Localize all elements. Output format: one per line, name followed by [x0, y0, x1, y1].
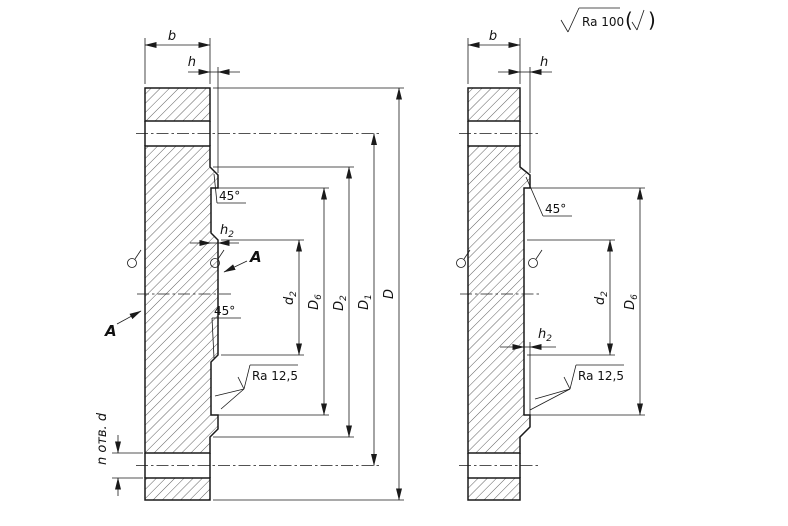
holes-count-label: n отв. d	[95, 412, 110, 465]
left-flange-section-view: b h h2 45° 45°	[95, 29, 404, 501]
left-dim-D: D	[213, 87, 404, 501]
marking-circle-icon	[456, 258, 466, 268]
chamfer-angle-note: 45°	[219, 189, 240, 203]
section-label-a: A	[249, 248, 262, 266]
general-roughness-mark: Ra 100 ( )	[560, 7, 656, 33]
right-chamfer-note: 45°	[525, 176, 572, 217]
dim-D6-label: D6	[623, 294, 640, 310]
left-holes-callout: n отв. d	[95, 412, 143, 496]
right-centerlines	[459, 133, 541, 466]
roughness-value: Ra 12,5	[578, 369, 624, 383]
left-centerlines	[136, 133, 379, 466]
left-dim-D6: D6	[214, 187, 329, 416]
left-dim-D2: D2	[213, 166, 354, 438]
paren-open: (	[625, 8, 633, 32]
dim-d2-label: d2	[282, 291, 299, 305]
paren-close: )	[648, 8, 656, 32]
left-chamfer-note-top: 45°	[213, 173, 246, 204]
dim-D1-label: D1	[357, 294, 374, 310]
dim-D6-label: D6	[307, 294, 324, 310]
chamfer-angle-note: 45°	[545, 202, 566, 216]
right-dim-d2: d2	[527, 239, 615, 356]
right-flange-section-view: b h 45° h2 d2	[456, 29, 645, 501]
dim-D2-label: D2	[332, 295, 349, 311]
dim-b-label: b	[489, 29, 497, 44]
dim-h2-label: h2	[538, 327, 552, 344]
left-hatch-regions	[144, 87, 219, 501]
right-dim-b: b	[467, 29, 521, 84]
rest-surfaces-check-icon	[631, 9, 645, 31]
right-dim-h2: h2	[500, 327, 556, 416]
left-dim-d2: d2	[221, 239, 304, 356]
dim-b-label: b	[168, 29, 176, 44]
right-marking-symbols	[456, 249, 543, 268]
left-dim-h2: h2	[190, 223, 239, 246]
left-marking-symbols: A A	[104, 248, 262, 340]
general-roughness-value: Ra 100	[582, 15, 624, 29]
left-dim-h: h	[188, 55, 240, 173]
right-dim-D6: D6	[527, 187, 645, 416]
dim-d2-label: d2	[593, 291, 610, 305]
left-dim-b: b	[144, 29, 211, 84]
dim-h-label: h	[540, 55, 548, 70]
marking-circle-icon	[210, 258, 220, 268]
section-label-a: A	[104, 322, 117, 340]
left-chamfer-note-bottom: 45°	[211, 304, 241, 359]
left-dim-D1: D1	[357, 133, 377, 466]
roughness-value: Ra 12,5	[252, 369, 298, 383]
right-dim-h: h	[498, 55, 552, 173]
right-hatch-regions	[467, 87, 531, 501]
right-roughness-mark: Ra 12,5	[529, 364, 624, 411]
dim-D-label: D	[382, 289, 397, 299]
dim-h2-label: h2	[220, 223, 234, 240]
marking-circle-icon	[528, 258, 538, 268]
chamfer-angle-note: 45°	[214, 304, 235, 318]
dim-h-label: h	[188, 55, 196, 70]
left-roughness-mark: Ra 12,5	[214, 364, 298, 410]
marking-circle-icon	[127, 258, 137, 268]
